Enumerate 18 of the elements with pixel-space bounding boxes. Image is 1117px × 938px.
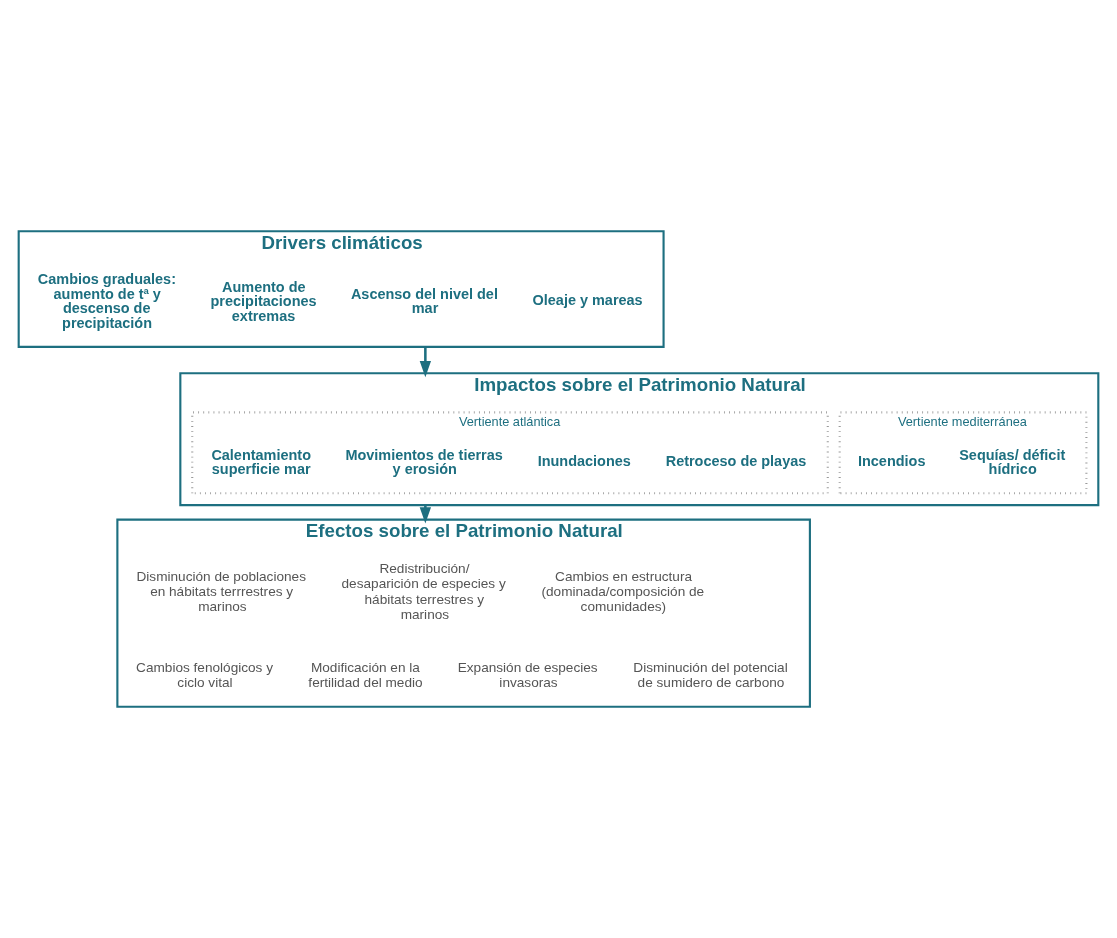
node-text: Cambios fenológicos y ciclo vital: [136, 659, 274, 691]
node-text: Oleaje y mareas: [532, 292, 643, 309]
arrow: [419, 346, 432, 378]
node-text: Cambios graduales: aumento de tª y descenso de precipitación: [37, 271, 176, 331]
node-text: Modificación en la fertilidad del medio: [308, 659, 423, 691]
node-text: Calentamiento superficie mar: [211, 446, 311, 478]
node-text: Aumento de precipitaciones extremas: [210, 278, 317, 324]
node-text: Redistribución/ desaparición de especies y hábitats terrestres y marinos: [341, 561, 506, 622]
node-text: Movimientos de tierras y erosión: [345, 446, 503, 478]
node-text: Expansión de especies invasoras: [457, 659, 598, 691]
node-text: Sequías/ déficit hídrico: [959, 446, 1066, 478]
node-text: Retroceso de playas: [665, 453, 807, 470]
node-text: Disminución del potencial de sumidero de carbono: [633, 659, 788, 691]
node-text: Ascenso del nivel del mar: [350, 285, 498, 317]
node-text: Incendios: [857, 453, 926, 470]
node-text: Disminución de poblaciones en hábitats terrrestres y marinos: [136, 568, 306, 615]
node-text: Inundaciones: [537, 453, 631, 470]
node-text: Cambios en estructura (dominada/composición de comunidades): [541, 568, 705, 615]
